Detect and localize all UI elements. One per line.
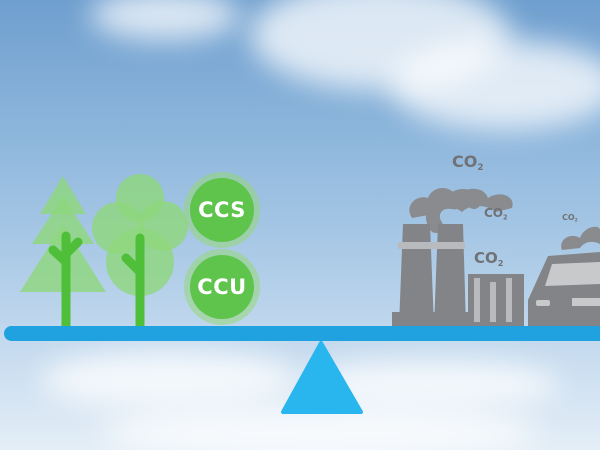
ccu-badge: CCU — [190, 255, 254, 319]
co2-subscript: 2 — [574, 218, 578, 224]
fulcrum — [281, 341, 363, 414]
co2-text: CO — [474, 249, 498, 267]
co2-text: CO — [484, 206, 504, 220]
co2-label: CO2 — [474, 249, 504, 268]
cloud — [390, 40, 600, 130]
pine-tree-icon — [20, 176, 106, 331]
co2-text: CO — [452, 152, 478, 171]
co2-subscript: 2 — [503, 213, 508, 222]
car-icon — [528, 226, 600, 326]
ccs-badge: CCS — [190, 178, 254, 242]
co2-subscript: 2 — [497, 257, 504, 268]
factory-icon — [392, 187, 524, 326]
cloud — [40, 350, 300, 410]
co2-subscript: 2 — [477, 163, 484, 174]
balance-beam — [4, 326, 600, 341]
round-tree-icon — [92, 174, 188, 331]
co2-label: CO2 — [452, 152, 483, 173]
co2-label: CO2 — [562, 213, 578, 224]
co2-text: CO — [562, 213, 575, 222]
co2-label: CO2 — [484, 206, 508, 221]
cloud — [90, 0, 240, 40]
